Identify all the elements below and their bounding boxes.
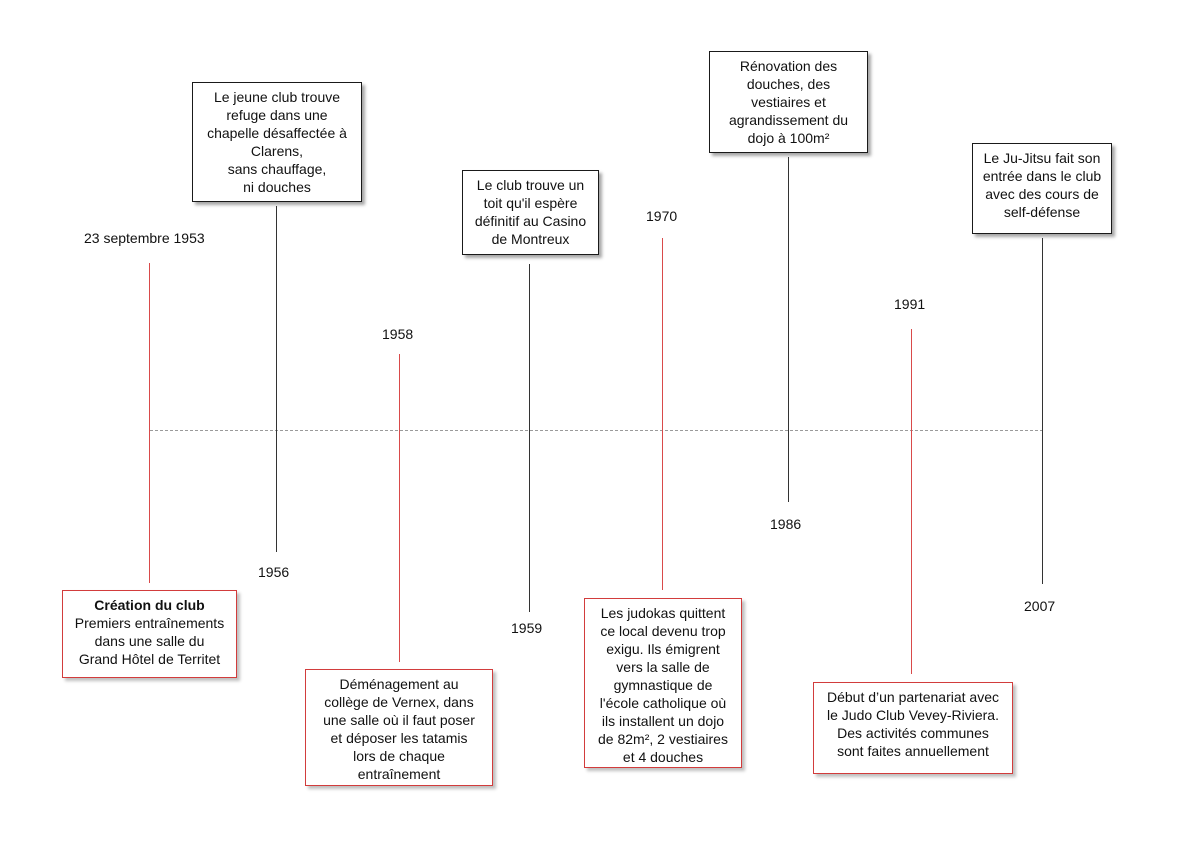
event-text-line: définitif au Casino xyxy=(474,213,587,229)
event-text-line: Des activités communes xyxy=(837,725,989,741)
event-stem-1986 xyxy=(788,157,789,502)
event-box-1953: Création du club Premiers entraînements … xyxy=(62,590,237,678)
event-text-line: toit qu'il espère xyxy=(483,195,578,211)
event-text-line: dojo à 100m² xyxy=(747,130,830,146)
event-text-line: exigu. Ils émigrent xyxy=(606,641,720,657)
event-date-1986: 1986 xyxy=(770,516,802,532)
event-box-1958: Déménagement au collège de Vernex, dans … xyxy=(305,669,493,786)
event-text-line: douches, des xyxy=(746,76,831,92)
event-text-line: entrée dans le club xyxy=(982,168,1102,184)
event-text-line: dans une salle du xyxy=(94,633,205,649)
event-text-line: Le club trouve un xyxy=(476,177,585,193)
event-box-1991: Début d’un partenariat avec le Judo Club… xyxy=(813,682,1013,774)
event-text-line: Les judokas quittent xyxy=(600,605,726,621)
event-text-line: avec des cours de xyxy=(985,186,1099,202)
event-text-line: sans chauffage, xyxy=(227,161,327,177)
event-text-line: et déposer les tatamis xyxy=(330,730,468,746)
timeline-axis xyxy=(150,430,1043,431)
event-text-line: collège de Vernex, dans xyxy=(324,694,474,710)
event-text-line: Le jeune club trouve xyxy=(213,89,341,105)
event-date-1958: 1958 xyxy=(382,326,414,342)
event-text-line: refuge dans une xyxy=(226,107,328,123)
event-text-line: Le Ju-Jitsu fait son xyxy=(983,150,1101,166)
event-box-1956: Le jeune club trouve refuge dans une cha… xyxy=(192,82,362,202)
event-text-line: Premiers entraînements xyxy=(74,615,225,631)
event-text-line: le Judo Club Vevey-Riviera. xyxy=(827,707,999,723)
event-date-2007: 2007 xyxy=(1024,598,1056,614)
event-text-line: vestiaires et xyxy=(751,94,826,110)
event-date-1991: 1991 xyxy=(894,296,926,312)
event-box-2007: Le Ju-Jitsu fait son entrée dans le club… xyxy=(972,143,1112,234)
event-text-line: lors de chaque xyxy=(353,748,445,764)
event-date-1956: 1956 xyxy=(258,564,290,580)
event-text-line: de 82m², 2 vestiaires xyxy=(598,731,728,747)
event-text-line: ils installent un dojo xyxy=(601,713,725,729)
event-text-line: chapelle désaffectée à xyxy=(207,125,347,141)
event-title: Création du club xyxy=(94,597,205,613)
event-text-line: ni douches xyxy=(243,179,311,195)
event-stem-1970 xyxy=(662,238,663,590)
event-text-line: ce local devenu trop xyxy=(600,623,726,639)
event-text-line: Rénovation des xyxy=(739,58,838,74)
event-box-1959: Le club trouve un toit qu'il espère défi… xyxy=(462,170,599,255)
event-text-line: agrandissement du xyxy=(728,112,849,128)
event-text-line: l'école catholique où xyxy=(599,695,727,711)
event-text-line: une salle où il faut poser xyxy=(323,712,475,728)
event-text-line: Début d’un partenariat avec xyxy=(827,689,999,705)
event-box-1970: Les judokas quittent ce local devenu tro… xyxy=(584,598,742,768)
event-stem-2007 xyxy=(1042,238,1043,584)
event-stem-1953 xyxy=(149,263,150,583)
event-date-1970: 1970 xyxy=(646,208,678,224)
event-stem-1956 xyxy=(276,206,277,552)
event-text-line: Déménagement au xyxy=(339,676,459,692)
event-stem-1991 xyxy=(911,329,912,674)
event-text-line: et 4 douches xyxy=(622,749,704,765)
event-text-line: gymnastique de xyxy=(613,677,713,693)
event-stem-1958 xyxy=(399,354,400,662)
event-text-line: Grand Hôtel de Territet xyxy=(78,651,221,667)
event-text-line: de Montreux xyxy=(491,231,570,247)
event-stem-1959 xyxy=(529,264,530,612)
event-text-line: Clarens, xyxy=(250,143,304,159)
event-date-1953: 23 septembre 1953 xyxy=(84,230,205,246)
event-text-line: sont faites annuellement xyxy=(837,743,989,759)
event-box-1986: Rénovation des douches, des vestiaires e… xyxy=(709,51,868,153)
event-text-line: vers la salle de xyxy=(616,659,710,675)
event-date-1959: 1959 xyxy=(511,620,543,636)
event-text-line: entraînement xyxy=(357,766,441,782)
event-text-line: self-défense xyxy=(1003,204,1081,220)
